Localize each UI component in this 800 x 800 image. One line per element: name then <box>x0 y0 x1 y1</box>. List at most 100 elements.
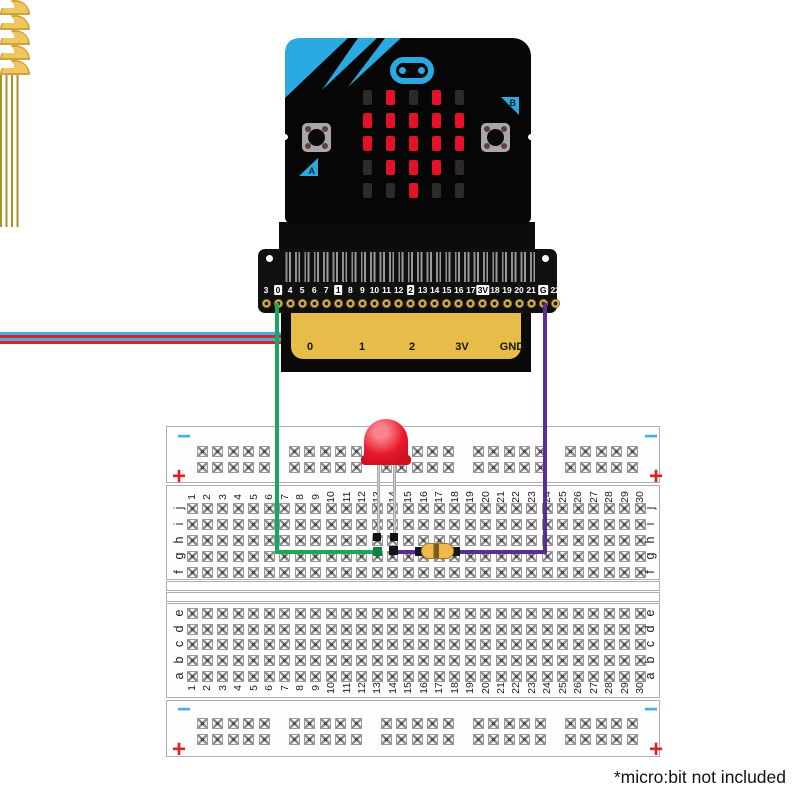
breakout-pin-hole <box>345 298 355 308</box>
button-b-cap[interactable] <box>487 129 504 146</box>
breadboard-hole <box>619 670 631 682</box>
breadboard-hole <box>232 623 244 635</box>
row-letter: a <box>643 672 657 680</box>
button-corner-pin <box>501 126 507 132</box>
breadboard-hole <box>510 670 522 682</box>
breakout-pin-label: 10 <box>369 285 380 295</box>
button-b[interactable] <box>481 123 510 152</box>
edge-pad-label: 1 <box>358 341 366 353</box>
breakout-pin-hole <box>550 298 560 308</box>
edge-ring-hole <box>0 45 14 53</box>
breadboard-hole <box>449 502 461 514</box>
breadboard-hole <box>442 445 454 457</box>
breadboard-hole <box>232 607 244 619</box>
breadboard-hole <box>279 607 291 619</box>
breadboard-hole <box>503 461 515 473</box>
column-number: 19 <box>464 682 477 694</box>
breadboard-hole <box>201 534 213 546</box>
breadboard-hole <box>433 518 445 530</box>
button-a[interactable] <box>302 123 331 152</box>
breadboard-hole <box>510 502 522 514</box>
column-number: 9 <box>309 685 322 691</box>
breadboard-center-groove <box>166 581 660 591</box>
breadboard-hole <box>588 534 600 546</box>
breadboard-hole <box>433 654 445 666</box>
breakout-pin-label: 20 <box>514 285 524 295</box>
column-number: 11 <box>340 491 353 503</box>
column-number: 7 <box>278 685 291 691</box>
breakout-pin-label: 5 <box>299 285 305 295</box>
breadboard-hole <box>634 566 646 578</box>
edge-pin-stripes <box>0 189 22 227</box>
breadboard-hole <box>449 534 461 546</box>
breadboard-hole <box>294 623 306 635</box>
breadboard-hole <box>634 638 646 650</box>
logo-dot <box>418 67 425 74</box>
breadboard-hole <box>201 566 213 578</box>
breadboard-hole <box>341 607 352 619</box>
breadboard-hole <box>350 461 362 473</box>
edge-pad-label: 0 <box>306 341 314 353</box>
column-number: 23 <box>525 491 538 503</box>
breadboard-hole <box>217 638 229 650</box>
breadboard-hole <box>557 502 569 514</box>
button-a-cap[interactable] <box>308 129 325 146</box>
breadboard-hole <box>418 638 430 650</box>
breadboard-hole <box>310 518 322 530</box>
breadboard-hole <box>634 550 646 562</box>
breadboard-hole <box>634 534 646 546</box>
logo-dot <box>399 67 406 74</box>
breadboard-hole <box>495 566 507 578</box>
breadboard-hole <box>503 717 515 729</box>
breadboard-hole <box>243 717 254 729</box>
breadboard-hole <box>294 654 306 666</box>
microbit-board: A B <box>282 38 534 224</box>
breakout-pin-label: 7 <box>323 285 329 295</box>
breadboard-hole <box>572 607 584 619</box>
row-letter: h <box>643 536 657 544</box>
row-letter: b <box>172 656 186 664</box>
led-leg <box>377 463 380 535</box>
breadboard-hole <box>557 607 569 619</box>
breadboard-hole <box>427 717 438 729</box>
breadboard-hole <box>526 623 538 635</box>
column-number: 28 <box>603 491 616 503</box>
breakout-pin-label: 12 <box>393 285 404 295</box>
column-number: 20 <box>479 682 492 694</box>
breadboard-hole <box>526 566 538 578</box>
rail-polarity-sign: − <box>643 696 658 723</box>
green-wire-plug <box>373 547 382 556</box>
breadboard-hole <box>304 461 315 473</box>
breadboard-hole <box>634 670 646 682</box>
breadboard-hole <box>186 623 198 635</box>
breadboard-hole <box>248 518 260 530</box>
column-number: 3 <box>216 685 229 691</box>
column-number: 25 <box>556 491 569 503</box>
breadboard-hole <box>495 518 507 530</box>
column-number: 18 <box>448 491 461 503</box>
breadboard-hole <box>248 566 260 578</box>
breadboard-hole <box>387 607 399 619</box>
led-dot <box>362 136 372 152</box>
breadboard-hole <box>449 566 461 578</box>
breadboard-hole <box>572 518 584 530</box>
breadboard-hole <box>526 534 538 546</box>
breadboard-hole <box>603 607 615 619</box>
breakout-pin-hole <box>454 298 464 308</box>
breadboard-hole <box>619 534 631 546</box>
breadboard-hole <box>212 717 223 729</box>
breadboard-hole <box>418 566 430 578</box>
breadboard-hole <box>217 670 229 682</box>
breadboard-hole <box>427 733 438 745</box>
breadboard-hole <box>495 534 507 546</box>
breadboard-hole <box>541 550 553 562</box>
purple-wire-horizontal <box>393 550 547 554</box>
edge-ring-pad <box>0 15 30 30</box>
column-number: 26 <box>572 682 585 694</box>
breadboard-hole <box>304 733 315 745</box>
mounting-hole <box>266 255 273 262</box>
breadboard-hole <box>186 607 198 619</box>
column-number: 29 <box>618 682 631 694</box>
breadboard-hole <box>427 461 438 473</box>
breadboard-hole <box>335 717 346 729</box>
